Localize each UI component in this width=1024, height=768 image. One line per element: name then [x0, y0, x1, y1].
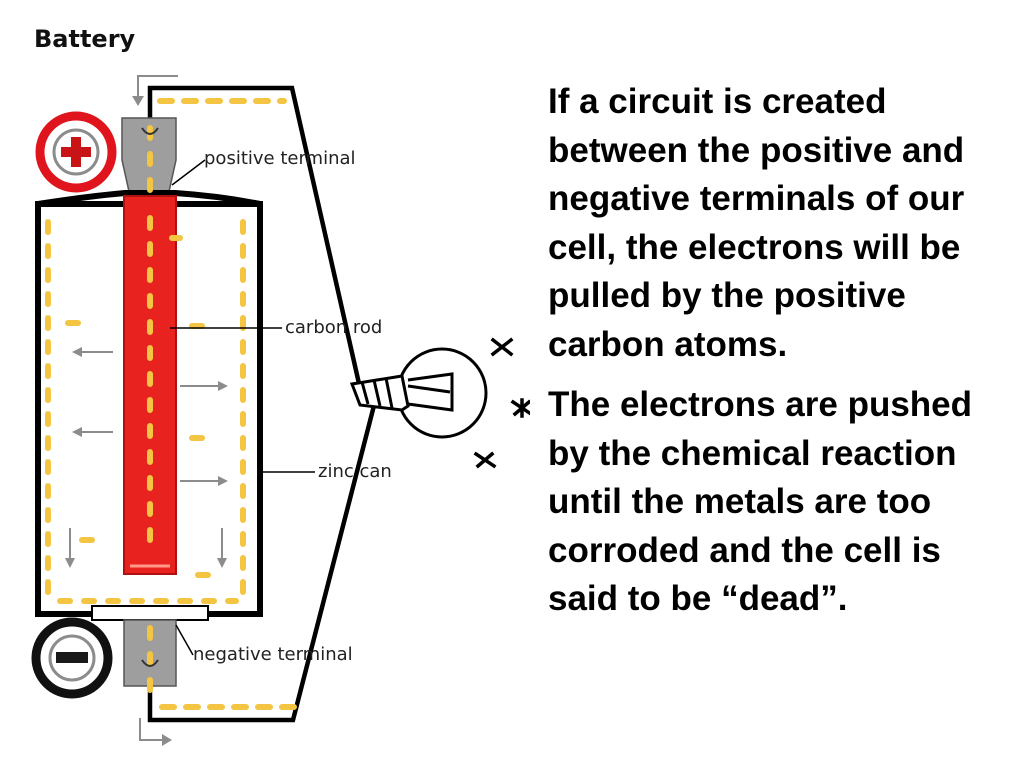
explanation-paragraph-1: If a circuit is created between the posi… — [548, 82, 965, 364]
ion-flow-arrows — [65, 347, 228, 568]
explanation-paragraph-2: The electrons are pushed by the chemical… — [548, 385, 973, 618]
top-feed-arrow — [132, 75, 178, 106]
positive-terminal-symbol — [35, 111, 117, 193]
light-spark-icons — [473, 337, 530, 469]
bottom-feed-arrow — [139, 718, 172, 746]
explanation-text: If a circuit is created between the posi… — [548, 78, 1018, 624]
light-bulb-icon — [349, 347, 488, 439]
label-carbon-rod: carbon rod — [285, 317, 382, 338]
battery-diagram: Battery — [31, 25, 530, 746]
circuit-wire — [147, 85, 381, 723]
wire-electrons — [157, 98, 299, 710]
scattered-electrons — [65, 235, 211, 578]
label-zinc-can: zinc can — [318, 461, 392, 482]
label-positive-terminal: positive terminal — [204, 148, 356, 169]
diagram-title: Battery — [34, 25, 136, 53]
label-negative-terminal: negative terminal — [193, 644, 353, 665]
negative-terminal-symbol — [31, 617, 113, 699]
can-electrons — [45, 219, 246, 604]
